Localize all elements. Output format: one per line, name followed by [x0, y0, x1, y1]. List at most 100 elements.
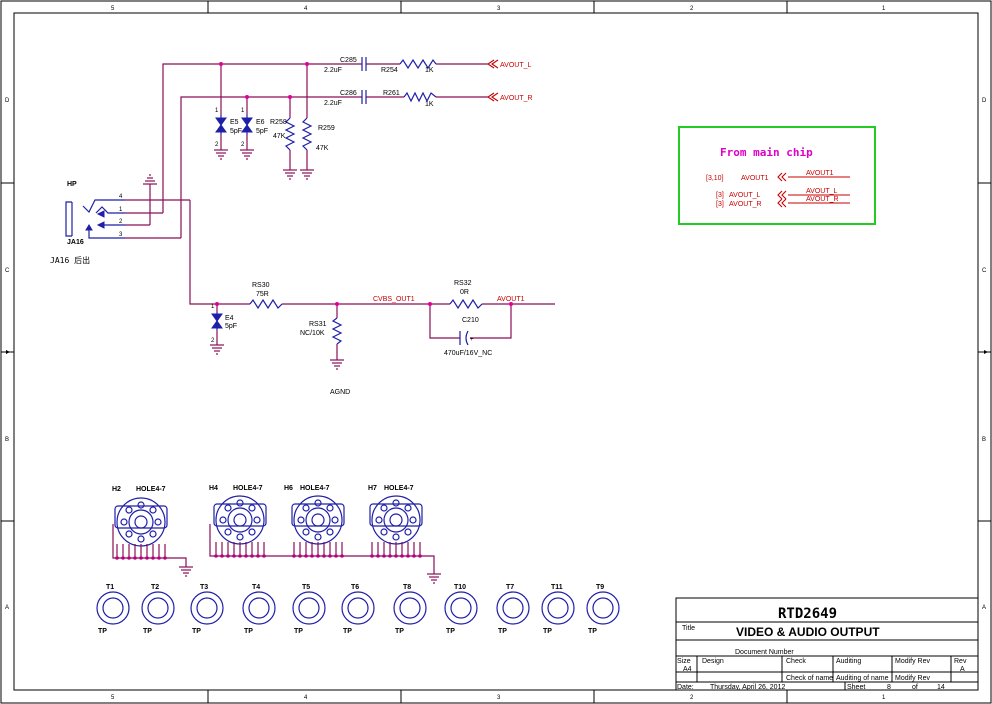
col-label: 3 — [497, 695, 501, 701]
test-point-pad — [248, 597, 270, 619]
test-point-value: TP — [192, 628, 201, 635]
main-chip-ref: [3,10] — [706, 175, 724, 182]
pin-number: 2 — [241, 142, 245, 148]
net-cvbs-out1: CVBS_OUT1 — [373, 296, 415, 303]
capacitor-c210: + — [459, 330, 474, 346]
c285-ref: C285 — [340, 57, 357, 64]
pin-number: 2 — [215, 142, 219, 148]
pin-number: 4 — [119, 194, 123, 200]
main-chip-ref: [3] — [716, 201, 724, 208]
test-point-ref: T9 — [596, 584, 604, 591]
net-avout-r: AVOUT_R — [500, 95, 533, 102]
row-label: D — [5, 98, 10, 104]
rs30-ref: RS30 — [252, 282, 270, 289]
main-chip-ref: [3] — [716, 192, 724, 199]
pin-number: 1 — [211, 304, 215, 310]
ja16-label: HP — [67, 181, 77, 188]
rs30-value: 75R — [256, 291, 269, 298]
ground-icon — [143, 149, 344, 370]
rs31-ref: RS31 — [309, 321, 327, 328]
headphone-jack-ja16[interactable] — [65, 199, 125, 239]
col-label: 3 — [497, 6, 501, 12]
resistor-rs32 — [449, 298, 483, 310]
offsheet-arrow-icon — [487, 59, 499, 102]
hole-ground-wires — [112, 524, 441, 584]
test-point-ref: T4 — [252, 584, 260, 591]
test-point-ref: T2 — [151, 584, 159, 591]
hole-ref: H2 — [112, 486, 121, 493]
hole-symbol — [291, 495, 345, 545]
check-of-name: Check of name — [786, 675, 833, 682]
test-point-value: TP — [244, 628, 253, 635]
e6-value: 5pF — [256, 128, 268, 135]
agnd-label: AGND — [330, 389, 350, 396]
main-chip-net: AVOUT1 — [806, 170, 834, 177]
date-label: Date: — [677, 684, 694, 691]
pin-number: 2 — [119, 219, 123, 225]
resistor-rs31 — [331, 317, 343, 345]
col-label: 2 — [690, 695, 694, 701]
test-points: T1TPT2TPT3TPT4TPT5TPT6TPT8TPT10TPT7TPT11… — [96, 584, 620, 635]
svg-text:+: + — [470, 337, 474, 343]
test-point-ring — [141, 591, 175, 625]
junction-dots — [215, 62, 513, 306]
col-label: 4 — [304, 695, 308, 701]
test-point-ring — [586, 591, 620, 625]
r259-ref: R259 — [318, 125, 335, 132]
col-label: 1 — [882, 6, 886, 12]
resistor-r259 — [301, 117, 313, 151]
design-label: Design — [702, 658, 724, 665]
main-chip-name: AVOUT_R — [729, 201, 762, 208]
col-label: 5 — [111, 6, 115, 12]
test-point-ring — [190, 591, 224, 625]
pin-number: 1 — [215, 108, 219, 114]
size-label: Size — [677, 658, 691, 665]
test-point-pad — [196, 597, 218, 619]
row-label: C — [982, 268, 987, 274]
auditing-of-name: Auditing of name — [836, 675, 889, 682]
resistor-rs30 — [249, 298, 283, 310]
test-point-value: TP — [498, 628, 507, 635]
pin-number: 3 — [119, 232, 123, 238]
esd-diode-e6 — [241, 115, 253, 135]
r254-value: 1K — [425, 67, 434, 74]
title-block — [675, 597, 979, 691]
c210-ref: C210 — [462, 317, 479, 324]
c286-value: 2.2uF — [324, 100, 342, 107]
test-point-ref: T5 — [302, 584, 310, 591]
capacitor-c286 — [361, 90, 367, 104]
row-label: B — [5, 437, 9, 443]
c285-value: 2.2uF — [324, 67, 342, 74]
hole-symbol — [369, 495, 423, 545]
test-point-ring — [242, 591, 276, 625]
pin-number: 1 — [119, 207, 123, 213]
audio-wiring — [125, 63, 555, 360]
e6-ref: E6 — [256, 119, 265, 126]
sheet-total: 14 — [937, 684, 945, 691]
r254-ref: R254 — [381, 67, 398, 74]
e4-ref: E4 — [225, 315, 234, 322]
check-label: Check — [786, 658, 806, 665]
rev-label: Rev — [954, 658, 967, 665]
main-chip-net: AVOUT_L — [806, 188, 837, 195]
modify-rev-2: Modify Rev — [895, 675, 931, 682]
row-label: D — [982, 98, 987, 104]
sheet-title: VIDEO & AUDIO OUTPUT — [736, 625, 880, 639]
hole-ref: H7 — [368, 485, 377, 492]
test-point-pad — [147, 597, 169, 619]
sheet-label: Sheet — [847, 684, 865, 691]
doc-number-label: Document Number — [735, 649, 794, 656]
row-label: B — [982, 437, 986, 443]
hole-symbol — [213, 495, 267, 545]
title-label: Title — [682, 625, 695, 632]
esd-diode-e5 — [215, 115, 227, 135]
main-chip-wires — [777, 172, 850, 208]
hole-value: HOLE4-7 — [300, 485, 330, 492]
test-point-value: TP — [588, 628, 597, 635]
test-point-pad — [347, 597, 369, 619]
row-label: A — [982, 605, 986, 611]
test-point-value: TP — [294, 628, 303, 635]
rs31-value: NC/10K — [300, 330, 325, 337]
test-point-value: TP — [343, 628, 352, 635]
